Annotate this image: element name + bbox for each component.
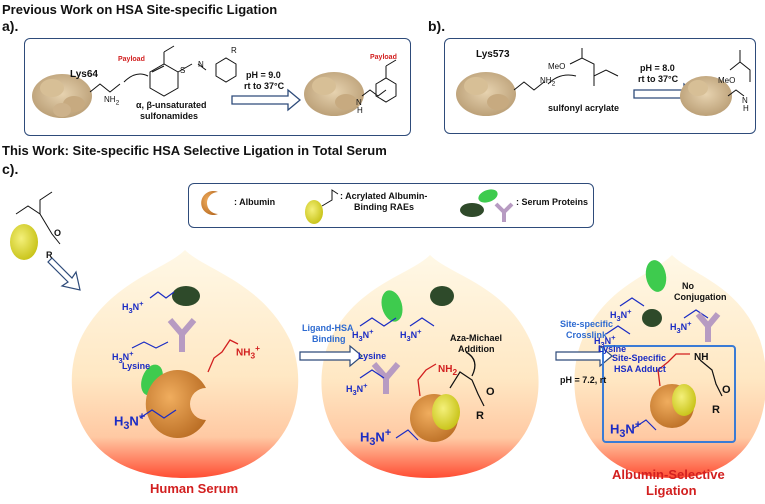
legend-raes-text-1: : Acrylated Albumin-	[340, 191, 428, 201]
panel-b-label: b).	[428, 18, 446, 34]
legend-raes-text-2: Binding RAEs	[354, 202, 414, 212]
ligand-arrow	[47, 257, 81, 291]
h3n-label-4: H3N+	[352, 327, 374, 343]
acrylated-ligand	[10, 191, 61, 260]
sulfonamide-structure	[123, 45, 237, 97]
hsa-protein-b-left	[456, 72, 516, 116]
product-n-label-a: N	[356, 98, 362, 107]
previous-work-heading: Previous Work on HSA Site-specific Ligat…	[2, 2, 278, 17]
condition-temp-a: rt to 37°C	[244, 81, 285, 91]
r-label-2: R	[476, 410, 484, 422]
reagent-label-a2: sulfonamides	[140, 111, 199, 121]
drop-human-serum	[71, 250, 299, 478]
panel-c-label: c).	[2, 161, 19, 177]
drop2-contents	[359, 286, 485, 442]
product-h-label-a: H	[357, 106, 363, 115]
lysine-label-1: Lysine	[122, 361, 151, 371]
h3n-label-8: H3N+	[610, 307, 632, 323]
legend-albumin-text: : Albumin	[234, 197, 276, 207]
no-conjugation-label-2: Conjugation	[674, 292, 727, 302]
meo-label-b1: MeO	[548, 62, 566, 71]
nh2-label-2: NH2	[438, 364, 458, 377]
product-h-label-b: H	[743, 104, 749, 113]
serum-proteins-legend-icon	[460, 189, 514, 222]
drop1-contents	[131, 286, 239, 438]
adduct-label-1: Site-Specific	[612, 353, 667, 363]
h3n-label-1: H3N+	[122, 299, 144, 315]
crosslink-label-1: Site-specific	[560, 319, 614, 329]
sulfonyl-acrylate-structure	[547, 48, 619, 86]
albumin-legend-icon	[201, 191, 218, 215]
aza-michael-label-1: Aza-Michael	[450, 333, 503, 343]
drop-binding	[321, 255, 539, 478]
r-label-a: R	[231, 46, 237, 55]
h3n-label-5: H3N+	[400, 327, 422, 343]
condition-ph-a: pH = 9.0	[246, 70, 281, 80]
drop3-contents	[602, 260, 736, 443]
no-conjugation-label-1: No	[682, 281, 694, 291]
this-work-heading: This Work: Site-specific HSA Selective L…	[2, 143, 387, 158]
legend-serum-text: : Serum Proteins	[516, 197, 589, 207]
arrow-ligand-binding	[299, 344, 363, 368]
h3n-label-3: H3N+	[114, 411, 146, 432]
hsa-protein-b-right	[680, 76, 732, 116]
human-serum-label: Human Serum	[150, 481, 239, 496]
o-label-2: O	[486, 386, 495, 398]
nh-label-3: NH	[694, 352, 709, 363]
panel-a-label: a).	[2, 18, 19, 34]
h3n-label-2: H3N+	[112, 349, 134, 365]
aza-michael-label-2: Addition	[458, 344, 495, 354]
ligand-o-label: O	[54, 228, 62, 238]
payload-label-a2: Payload	[370, 54, 397, 61]
hsa-protein-a-right	[304, 72, 364, 116]
amide-n-label-a: N	[198, 60, 204, 69]
r-label-3: R	[712, 404, 720, 416]
crosslink-label-2: Crosslink	[566, 330, 608, 340]
crosslink-condition: pH = 7.2, rt	[560, 375, 607, 385]
albumin-selective-label-2: Ligation	[646, 483, 697, 498]
nh2-label-b: NH2	[540, 76, 556, 88]
h3n-label-6: H3N+	[346, 381, 368, 397]
albumin-selective-label-1: Albumin-Selective	[612, 467, 725, 482]
h3n-label-10: H3N+	[594, 333, 616, 349]
condition-temp-b: rt to 37°C	[638, 74, 679, 84]
ligand-r-label: R	[46, 250, 53, 260]
condition-ph-b: pH = 8.0	[640, 63, 675, 73]
lysine-label-3: Lysine	[598, 344, 627, 354]
reaction-arrow-a	[231, 88, 302, 112]
reagent-label-a1: α, β-unsaturated	[136, 100, 207, 110]
ligand-hsa-label-2: Binding	[312, 334, 346, 344]
nh2-label-a: NH2	[104, 95, 120, 107]
drop-adduct	[574, 255, 765, 478]
h3n-label-7: H3N+	[360, 427, 392, 448]
arrow-crosslink	[555, 344, 613, 368]
o-label-3: O	[722, 384, 731, 396]
sulfonyl-label-a: S	[180, 66, 186, 75]
adduct-label-2: HSA Adduct	[614, 364, 666, 374]
product-b-structure	[727, 50, 751, 97]
meo-label-b2: MeO	[718, 76, 736, 85]
sulfonyl-acrylate-label: sulfonyl acrylate	[548, 103, 620, 113]
nh3-label-1: NH3+	[236, 343, 260, 361]
product-a-structure	[361, 59, 397, 103]
h3n-label-11: H3N+	[610, 419, 642, 440]
h3n-label-9: H3N+	[670, 319, 692, 335]
payload-label-a1: Payload	[118, 56, 145, 63]
lys573-chain	[513, 81, 545, 91]
legend-box	[188, 183, 594, 228]
lys64-label: Lys64	[70, 69, 98, 80]
hsa-protein-a-left	[32, 74, 92, 118]
lysine-label-2: Lysine	[358, 351, 387, 361]
ligand-legend-icon	[305, 200, 323, 224]
ligand-hsa-label-1: Ligand-HSA	[302, 323, 354, 333]
product-n-label-b: N	[742, 96, 748, 105]
lys64-chain	[89, 83, 121, 93]
lys573-label: Lys573	[476, 49, 510, 60]
